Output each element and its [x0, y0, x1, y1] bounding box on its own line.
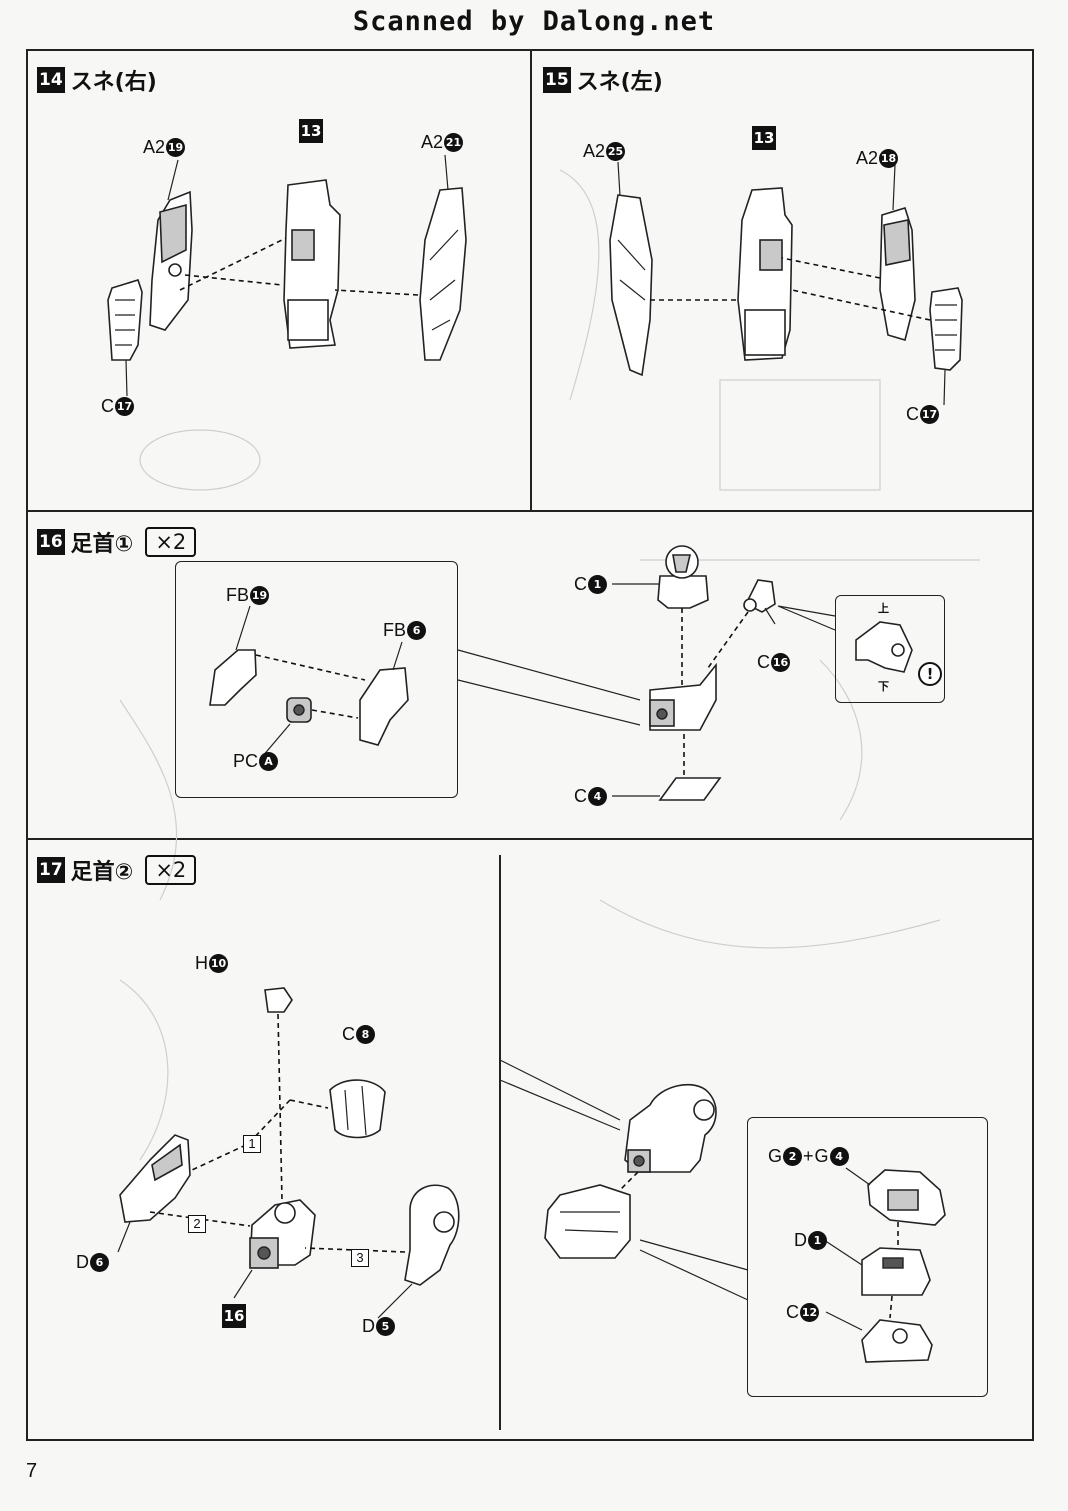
- ghost-bleed: [119, 169, 980, 1161]
- step17-number: 17: [37, 857, 65, 883]
- step17-diagram: [117, 987, 946, 1363]
- scan-header: Scanned by Dalong.net: [352, 6, 716, 37]
- step14-diagram: [107, 154, 467, 397]
- step17-seq-2: 2: [188, 1215, 206, 1233]
- warning-icon: !: [918, 662, 942, 686]
- step16-orientation-box: [835, 595, 945, 703]
- step17-quantity: ×2: [145, 855, 197, 885]
- step17-assembly-ref: 16: [222, 1304, 246, 1328]
- step14-heading: 14 スネ(右): [37, 64, 157, 96]
- step17-seq-1: 1: [243, 1135, 261, 1153]
- step17-title: 足首②: [70, 860, 134, 885]
- step16-heading: 16 足首① ×2: [37, 526, 197, 558]
- page-number: 7: [26, 1460, 38, 1482]
- step15-heading: 15 スネ(左): [543, 64, 663, 96]
- step16-subassembly-box: [175, 561, 458, 798]
- divider-col2: [499, 855, 501, 1430]
- step14-assembly-ref: 13: [299, 119, 323, 143]
- step15-title: スネ(左): [576, 70, 663, 95]
- step14-number: 14: [37, 67, 65, 93]
- divider-col1: [530, 49, 532, 511]
- step16-title: 足首①: [70, 532, 134, 557]
- step17-heading: 17 足首② ×2: [37, 854, 197, 886]
- step17-seq-3: 3: [351, 1249, 369, 1267]
- step17-subassembly-box: [747, 1117, 988, 1397]
- step14-title: スネ(右): [70, 70, 157, 95]
- step16-diagram: [209, 545, 913, 801]
- step15-diagram: [609, 161, 963, 406]
- step16-number: 16: [37, 529, 65, 555]
- orientation-up-label: 上: [878, 602, 889, 615]
- divider-row1: [26, 510, 1034, 512]
- step15-assembly-ref: 13: [752, 126, 776, 150]
- orientation-down-label: 下: [878, 680, 889, 693]
- step16-quantity: ×2: [145, 527, 197, 557]
- step15-number: 15: [543, 67, 571, 93]
- divider-row2: [26, 838, 1034, 840]
